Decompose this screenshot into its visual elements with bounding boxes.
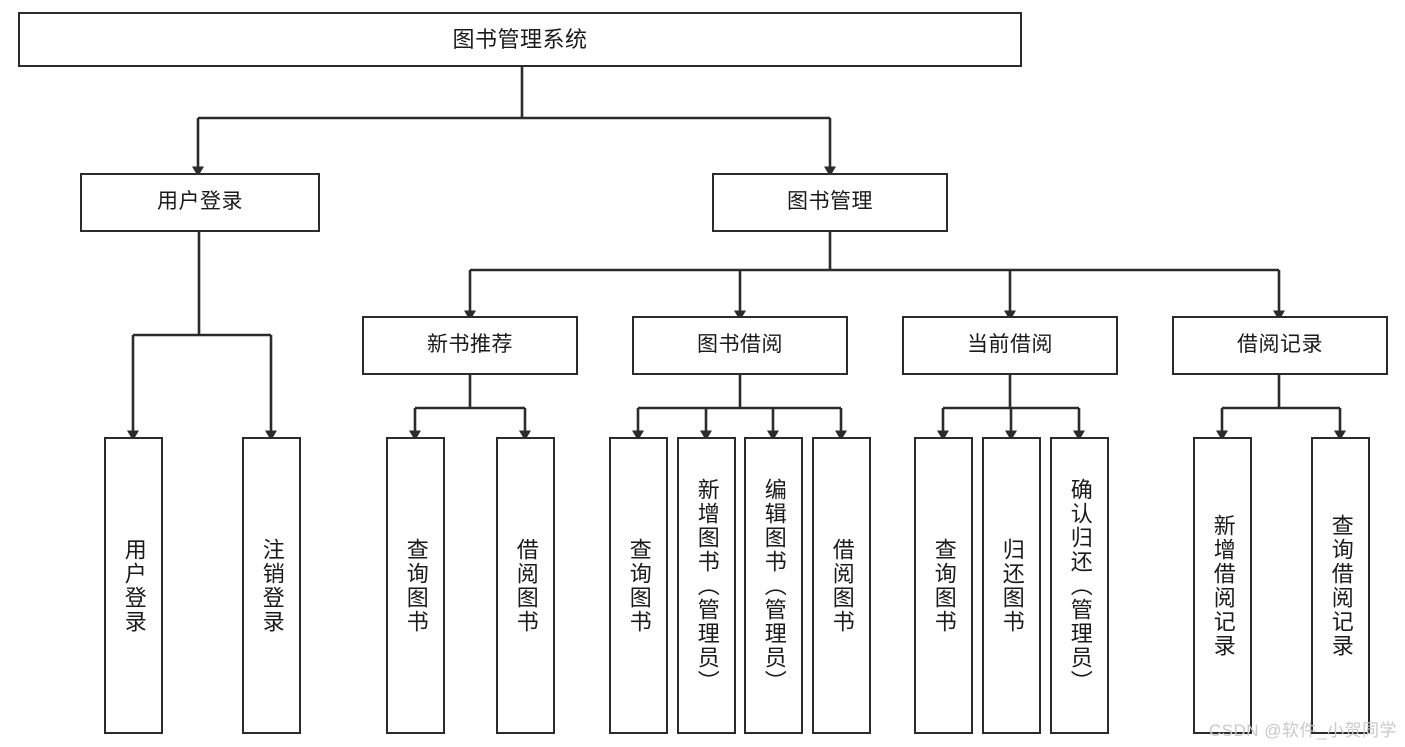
leaf-query-book-current[interactable]: 查询图书 — [914, 437, 973, 734]
leaf-user-login-label: 用户登录 — [121, 537, 147, 634]
leaf-confirm-return[interactable]: 确认归还（管理员） — [1050, 437, 1109, 734]
leaf-query-book-borrow[interactable]: 查询图书 — [609, 437, 668, 734]
leaf-edit-book[interactable]: 编辑图书（管理员） — [744, 437, 803, 734]
node-current-borrow-label: 当前借阅 — [967, 333, 1053, 357]
leaf-add-book[interactable]: 新增图书（管理员） — [677, 437, 736, 734]
leaf-query-book-recommend-label: 查询图书 — [403, 537, 429, 634]
leaf-query-borrow-record-label: 查询借阅记录 — [1328, 513, 1354, 658]
node-user-login[interactable]: 用户登录 — [80, 173, 320, 232]
node-book-borrow[interactable]: 图书借阅 — [632, 316, 848, 375]
node-new-book-recommend-label: 新书推荐 — [427, 333, 513, 357]
leaf-query-book-current-label: 查询图书 — [931, 537, 957, 634]
node-borrow-record[interactable]: 借阅记录 — [1172, 316, 1388, 375]
node-book-borrow-label: 图书借阅 — [697, 333, 783, 357]
leaf-borrow-book[interactable]: 借阅图书 — [812, 437, 871, 734]
leaf-query-book-recommend[interactable]: 查询图书 — [386, 437, 445, 734]
node-borrow-record-label: 借阅记录 — [1237, 333, 1323, 357]
leaf-edit-book-label: 编辑图书（管理员） — [761, 477, 787, 694]
node-user-login-label: 用户登录 — [157, 190, 243, 214]
node-current-borrow[interactable]: 当前借阅 — [902, 316, 1118, 375]
node-new-book-recommend[interactable]: 新书推荐 — [362, 316, 578, 375]
leaf-borrow-book-recommend[interactable]: 借阅图书 — [496, 437, 555, 734]
node-root-system[interactable]: 图书管理系统 — [18, 12, 1022, 67]
leaf-logout[interactable]: 注销登录 — [242, 437, 301, 734]
leaf-logout-label: 注销登录 — [259, 537, 285, 634]
watermark: CSDN @软件_小贺同学 — [1208, 721, 1397, 740]
leaf-add-borrow-record[interactable]: 新增借阅记录 — [1193, 437, 1252, 734]
leaf-add-borrow-record-label: 新增借阅记录 — [1210, 513, 1236, 658]
leaf-borrow-book-label: 借阅图书 — [829, 537, 855, 634]
leaf-query-book-borrow-label: 查询图书 — [626, 537, 652, 634]
leaf-query-borrow-record[interactable]: 查询借阅记录 — [1311, 437, 1370, 734]
node-book-manage-label: 图书管理 — [787, 190, 873, 214]
leaf-user-login[interactable]: 用户登录 — [104, 437, 163, 734]
node-root-system-label: 图书管理系统 — [452, 26, 588, 52]
node-book-manage[interactable]: 图书管理 — [712, 173, 948, 232]
leaf-return-book[interactable]: 归还图书 — [982, 437, 1041, 734]
leaf-confirm-return-label: 确认归还（管理员） — [1067, 477, 1093, 694]
leaf-add-book-label: 新增图书（管理员） — [694, 477, 720, 694]
leaf-borrow-book-recommend-label: 借阅图书 — [513, 537, 539, 634]
leaf-return-book-label: 归还图书 — [999, 537, 1025, 634]
